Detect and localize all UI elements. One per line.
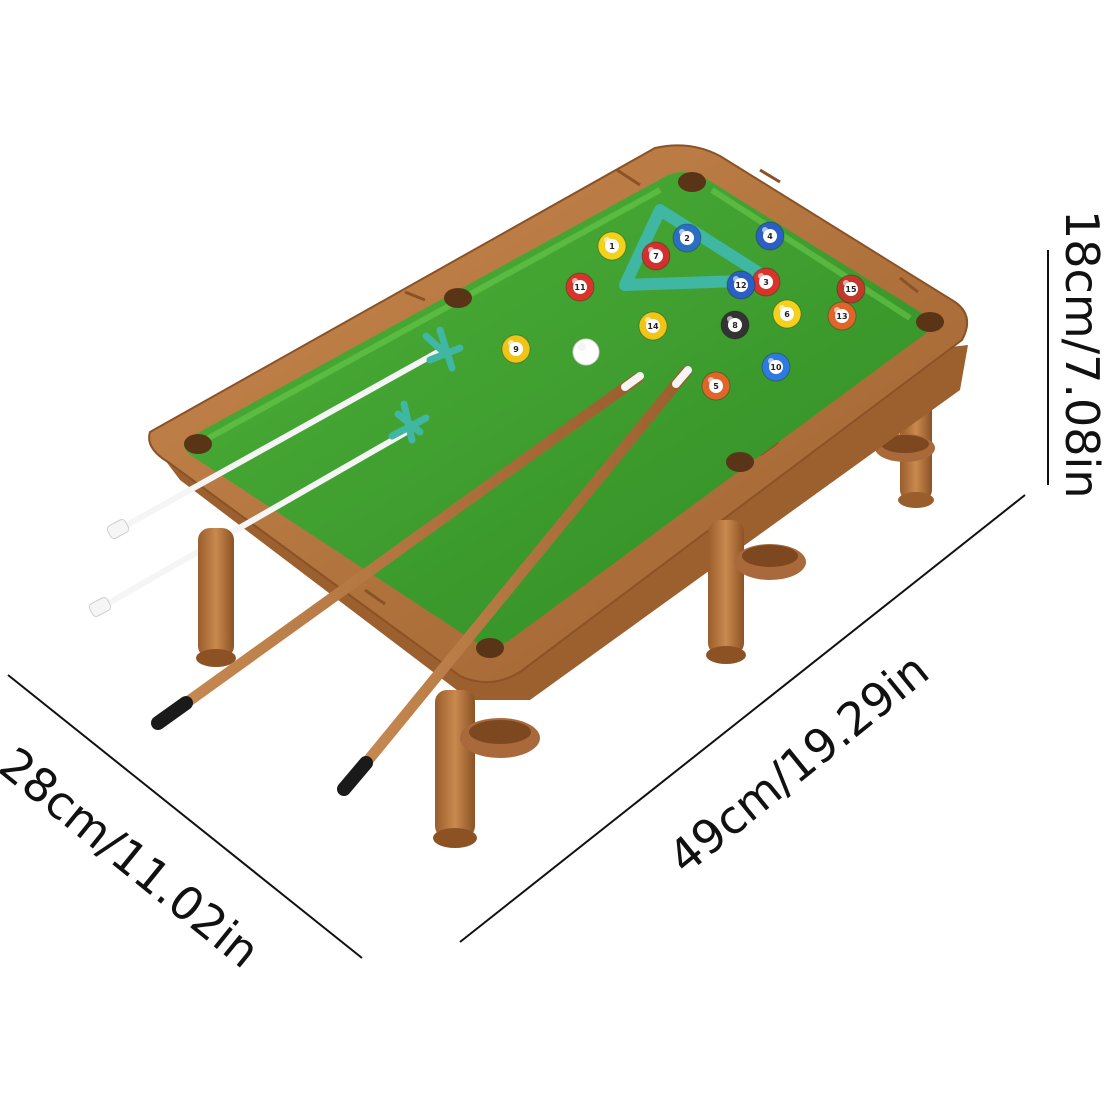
leg-front-middle	[706, 520, 746, 664]
cue-stick-left	[151, 372, 644, 730]
ball-number: 12	[735, 281, 746, 290]
ball-9: 9	[501, 334, 531, 364]
ball-2: 2	[672, 223, 702, 253]
ball-number: 6	[784, 310, 790, 319]
pockets	[184, 172, 944, 658]
ball-number: 5	[713, 382, 719, 391]
ball-number: 11	[574, 283, 586, 292]
cue-stick-right	[337, 366, 692, 796]
ball-3: 3	[751, 267, 781, 297]
ball-number: 10	[770, 363, 782, 372]
pocket-left	[184, 434, 212, 454]
ball-14: 14	[638, 311, 668, 341]
pocket-right	[916, 312, 944, 332]
width-dimension-label: 28cm/11.02in	[0, 737, 270, 979]
ball-number: 9	[513, 345, 519, 354]
dimension-lines	[7, 250, 1049, 959]
ball-number: 1	[609, 242, 615, 251]
ball-number: 14	[647, 322, 659, 331]
ball-10: 10	[761, 352, 791, 382]
ball-number: 2	[684, 234, 690, 243]
bridge-upper	[106, 326, 464, 539]
height-dimension-label: 18cm/7.08in	[1055, 210, 1109, 499]
ball-12: 12	[726, 270, 756, 300]
length-dimension-label: 49cm/19.29in	[658, 643, 939, 885]
ball-number: 7	[653, 252, 659, 261]
ball-11: 11	[565, 272, 595, 302]
ball-7: 7	[641, 241, 671, 271]
width-dimension-line	[7, 674, 363, 959]
pocket-mid-front	[726, 452, 754, 472]
leg-front-corner	[433, 690, 477, 848]
cue-ball	[572, 338, 600, 366]
leg-front-left	[196, 528, 236, 667]
cup-holder-front	[460, 718, 540, 758]
ball-number: 4	[767, 232, 773, 241]
bridge-lower	[88, 400, 430, 617]
cup-holder-middle	[734, 544, 806, 580]
ball-13: 13	[827, 301, 857, 331]
ball-15: 15	[836, 274, 866, 304]
ball-8: 8	[720, 310, 750, 340]
triangle-rack	[619, 204, 776, 291]
cue-sticks	[151, 366, 692, 796]
ball-1: 1	[597, 231, 627, 261]
ball-5: 5	[701, 371, 731, 401]
cup-holder-right	[875, 434, 935, 462]
pocket-top	[678, 172, 706, 192]
ball-number: 13	[836, 312, 847, 321]
ball-number: 15	[845, 285, 857, 294]
cue-rest-bridges	[88, 326, 464, 617]
ball-number: 3	[763, 278, 769, 287]
ball-number: 8	[732, 321, 738, 330]
pocket-mid-left	[444, 288, 472, 308]
table-legs-front	[196, 520, 806, 848]
ball-4: 4	[755, 221, 785, 251]
ball-6: 6	[772, 299, 802, 329]
length-dimension-line	[459, 494, 1026, 943]
pocket-front	[476, 638, 504, 658]
